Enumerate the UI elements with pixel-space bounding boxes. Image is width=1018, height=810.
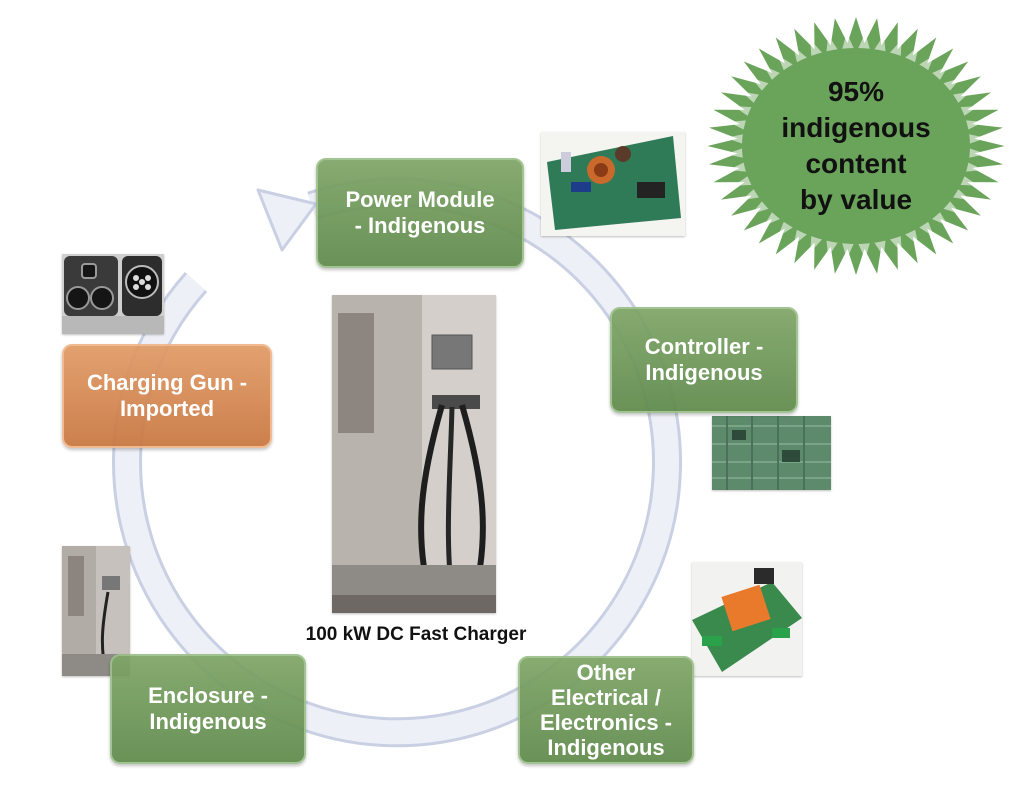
node-charging-gun-line-1: Charging Gun - [86, 370, 248, 395]
node-controller: Controller - Indigenous [610, 307, 798, 413]
node-other-electrical-line-3: Electronics - [539, 710, 673, 735]
charging-gun-photo [62, 254, 164, 334]
charger-photo [332, 295, 496, 613]
badge-center [742, 48, 970, 244]
node-power-module-line-2: - Indigenous [354, 213, 486, 238]
node-other-electrical: Other Electrical / Electronics - Indigen… [518, 656, 694, 764]
controller-photo [712, 416, 831, 490]
center-caption: 100 kW DC Fast Charger [305, 624, 527, 645]
electrical-photo [692, 562, 802, 676]
power-module-photo [541, 132, 685, 236]
node-enclosure-line-1: Enclosure - [148, 683, 268, 708]
node-other-electrical-line-4: Indigenous [547, 735, 665, 760]
badge-text: 95% indigenous content by value [704, 74, 1008, 218]
indigenous-content-badge: 95% indigenous content by value [704, 14, 1008, 278]
badge-line-2: indigenous [781, 112, 931, 143]
badge-line-1: 95% [827, 76, 885, 107]
badge-line-4: by value [799, 184, 913, 215]
node-power-module-line-1: Power Module [345, 187, 495, 212]
node-charging-gun-line-2: Imported [119, 396, 215, 421]
node-power-module: Power Module - Indigenous [316, 158, 524, 268]
badge-line-3: content [805, 148, 907, 179]
node-charging-gun: Charging Gun - Imported [62, 344, 272, 448]
node-enclosure: Enclosure - Indigenous [110, 654, 306, 764]
node-controller-line-2: Indigenous [645, 360, 763, 385]
node-controller-line-1: Controller - [644, 334, 764, 359]
zigzag-seal-icon [707, 17, 1005, 275]
node-other-electrical-line-1: Other [576, 660, 636, 685]
node-other-electrical-line-2: Electrical / [550, 685, 662, 710]
node-enclosure-line-2: Indigenous [149, 709, 267, 734]
